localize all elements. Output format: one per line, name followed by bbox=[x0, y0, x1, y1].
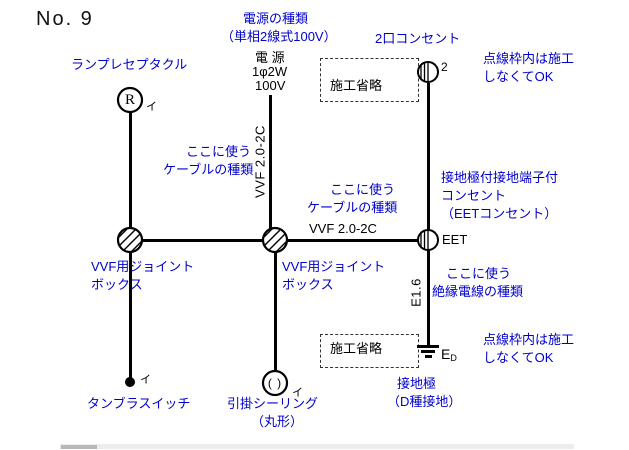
eet-outlet-label-line2: コンセント bbox=[441, 188, 507, 203]
eet-outlet-symbol bbox=[416, 228, 440, 252]
power-cable-note-line1: ここに使う bbox=[186, 144, 252, 159]
wire-ceiling-drop bbox=[273, 241, 277, 373]
wire-outlet-to-ground bbox=[426, 83, 430, 346]
joint-box-center-symbol bbox=[261, 226, 289, 254]
ceiling-rose-label-line2: （丸形） bbox=[251, 414, 304, 429]
joint-box-left-label-line1: VVF用ジョイント bbox=[91, 259, 195, 274]
omission-top-text: 施工省略 bbox=[330, 78, 383, 93]
tumbler-switch-label: タンブラスイッチ bbox=[87, 396, 191, 411]
omission-top-note-line2: しなくてOK bbox=[483, 69, 554, 84]
joint-box-center-label-line2: ボックス bbox=[282, 277, 334, 292]
omission-box-bottom bbox=[320, 334, 419, 368]
lamp-receptacle-symbol: R bbox=[116, 86, 144, 114]
ceiling-circuit-mark: イ bbox=[292, 387, 303, 399]
tumbler-switch-symbol bbox=[125, 377, 135, 387]
power-source-line1: 電 源 bbox=[255, 50, 285, 65]
center-cable-note-line2: ケーブルの種類 bbox=[307, 200, 398, 215]
ground-wire-note-line2: 絶縁電線の種類 bbox=[432, 284, 524, 299]
outlet-2port-symbol bbox=[416, 60, 440, 84]
eet-outlet-label-line1: 接地極付接地端子付 bbox=[441, 170, 559, 185]
omission-bottom-note-line1: 点線枠内は施工 bbox=[483, 332, 575, 347]
ground-wire-type-vertical: E1.6 bbox=[408, 278, 424, 307]
ground-electrode-label-line1: 接地極 bbox=[397, 376, 437, 391]
joint-box-center-label-line1: VVF用ジョイント bbox=[282, 259, 386, 274]
center-cable-type: VVF 2.0-2C bbox=[309, 221, 377, 236]
omission-bottom-text: 施工省略 bbox=[330, 341, 383, 356]
ground-electrode-symbol bbox=[417, 345, 439, 348]
lamp-receptacle-label: ランプレセプタクル bbox=[71, 57, 188, 72]
power-source-line3: 100V bbox=[255, 78, 286, 93]
lamp-receptacle-letter: R bbox=[124, 91, 135, 108]
horizontal-scrollbar-track[interactable] bbox=[60, 444, 574, 449]
lamp-circuit-mark: イ bbox=[146, 101, 157, 113]
power-source-line2: 1φ2W bbox=[252, 64, 288, 79]
omission-box-top bbox=[320, 58, 419, 102]
omission-bottom-note-line2: しなくてOK bbox=[483, 350, 554, 365]
eet-outlet-label-line3: （EETコンセント） bbox=[441, 206, 558, 221]
power-type-label-line2: （単相2線式100V） bbox=[221, 29, 337, 44]
ground-electrode-bar3 bbox=[425, 355, 432, 358]
ceiling-rose-label-line1: 引掛シーリング bbox=[227, 396, 319, 411]
power-cable-note-line2: ケーブルの種類 bbox=[163, 162, 254, 177]
wire-power-feed bbox=[268, 95, 272, 241]
omission-top-note-line1: 点線枠内は施工 bbox=[483, 51, 575, 66]
ground-electrode-bar2 bbox=[421, 350, 435, 353]
ground-electrode-label-line2: （D種接地） bbox=[387, 394, 462, 409]
outlet-2port-mark: 2 bbox=[441, 60, 448, 74]
outlet-2port-label: 2口コンセント bbox=[375, 31, 461, 46]
ceiling-rose-letter: ( ) bbox=[267, 376, 283, 390]
power-type-label-line1: 電源の種類 bbox=[243, 11, 309, 26]
power-cable-type-vertical: VVF 2.0-2C bbox=[252, 125, 268, 198]
ground-electrode-mark: ED bbox=[441, 346, 457, 364]
page-title: No. 9 bbox=[36, 8, 94, 30]
joint-box-left-symbol bbox=[116, 226, 144, 254]
horizontal-scrollbar-thumb[interactable] bbox=[61, 444, 97, 449]
joint-box-left-label-line2: ボックス bbox=[91, 277, 143, 292]
ground-mark-sub: D bbox=[450, 353, 457, 363]
eet-outlet-mark: EET bbox=[442, 232, 468, 247]
ground-mark-main: E bbox=[441, 346, 451, 362]
ground-wire-note-line1: ここに使う bbox=[446, 266, 512, 281]
center-cable-note-line1: ここに使う bbox=[330, 182, 396, 197]
ceiling-rose-symbol: ( ) bbox=[261, 369, 289, 397]
switch-circuit-mark: イ bbox=[140, 374, 151, 386]
